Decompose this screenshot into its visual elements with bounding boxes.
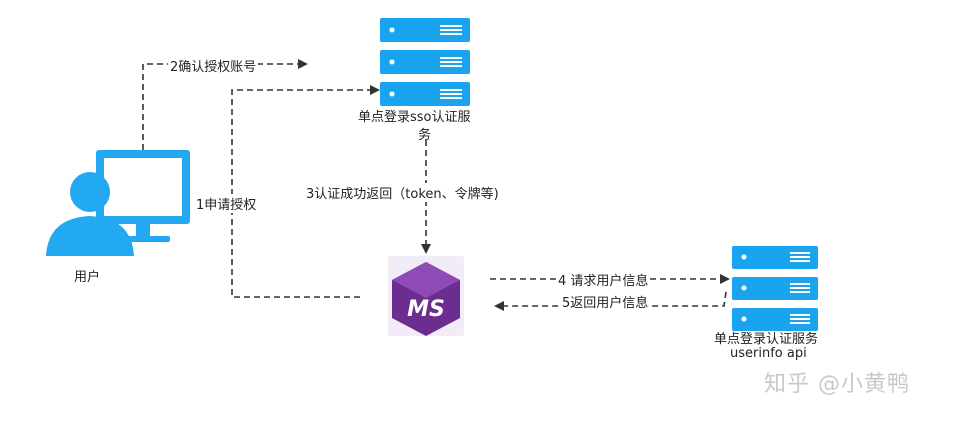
edge-3-label: 3认证成功返回（token、令牌等) bbox=[306, 183, 499, 202]
watermark: 知乎 @小黄鸭 bbox=[764, 372, 910, 397]
userinfo-server-api-label: userinfo api bbox=[730, 346, 807, 361]
user-label: 用户 bbox=[74, 270, 101, 285]
edge-2-confirm-account bbox=[142, 59, 308, 150]
edge-4-label: 4 请求用户信息 bbox=[556, 270, 651, 289]
ms-logo-text: MS bbox=[407, 297, 445, 322]
user-icon bbox=[46, 150, 190, 256]
sso-server-label: 单点登录sso认证服 bbox=[358, 110, 471, 125]
userinfo-server-icon bbox=[732, 246, 818, 331]
sso-server-icon bbox=[380, 18, 470, 106]
edge-5-label: 5返回用户信息 bbox=[562, 292, 649, 311]
sso-server-label-cont: 务 bbox=[418, 128, 432, 143]
ms-logo-icon: MS bbox=[388, 256, 464, 336]
edge-5-return-userinfo bbox=[494, 291, 727, 311]
userinfo-server-label: 单点登录认证服务 bbox=[714, 332, 819, 347]
edge-1-apply-authorization bbox=[231, 85, 380, 298]
edge-2-label: 2确认授权账号 bbox=[168, 56, 259, 75]
edge-1-label: 1申请授权 bbox=[196, 194, 257, 213]
